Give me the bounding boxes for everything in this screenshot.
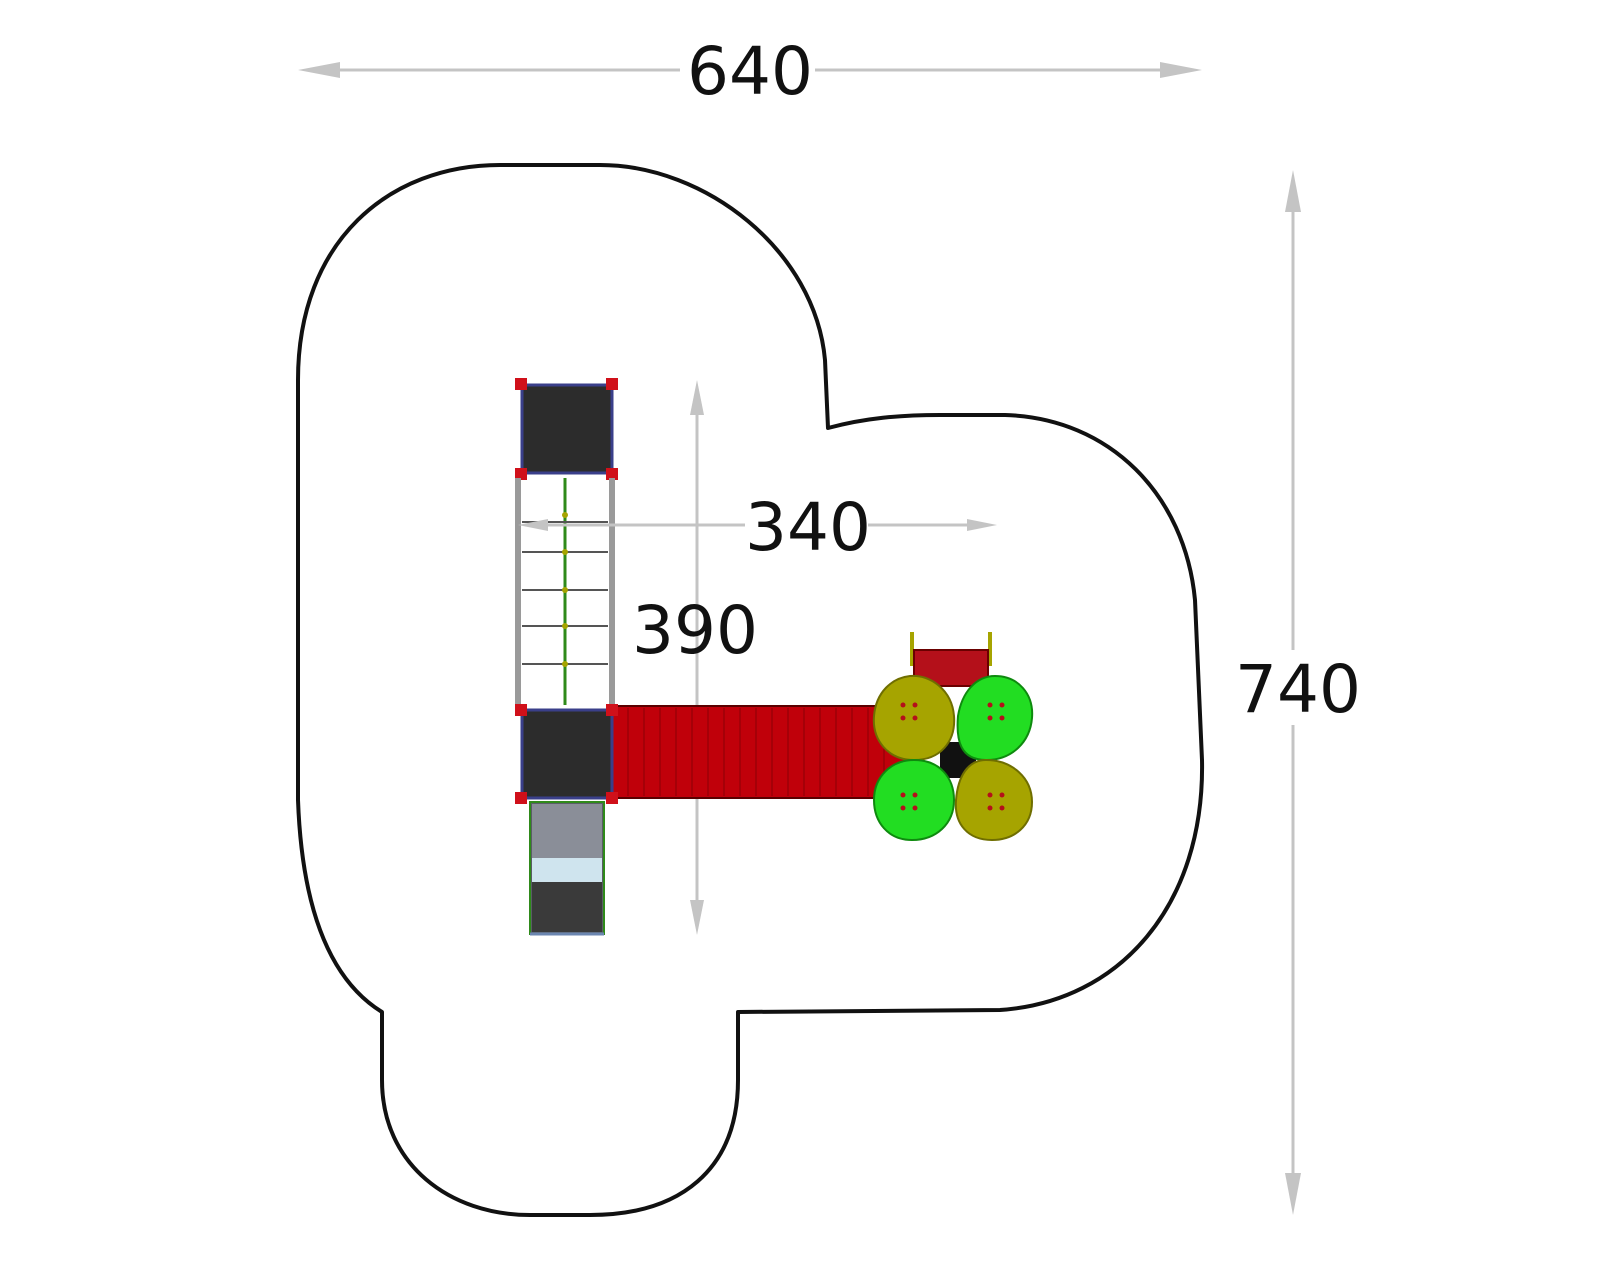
leaf-pad-green-top <box>956 674 1034 762</box>
slide <box>529 801 605 936</box>
width-label: 640 <box>687 33 813 110</box>
bridge <box>611 705 913 799</box>
structure-depth-label: 390 <box>632 592 758 669</box>
structure-depth-dimension: 390 <box>632 380 758 935</box>
lower-tower <box>515 704 618 804</box>
depth-dimension: 740 <box>1235 170 1361 1215</box>
width-dimension: 640 <box>298 33 1202 110</box>
depth-label: 740 <box>1235 651 1361 728</box>
bridge-span-label: 340 <box>745 489 871 566</box>
leaf-pads <box>872 674 1034 842</box>
upper-tower <box>515 378 618 480</box>
bridge-span-dimension: 340 <box>518 489 997 566</box>
leaf-pad-olive-bottom <box>954 758 1034 842</box>
safety-zone-outline <box>296 163 1205 1217</box>
net-climber <box>515 478 615 705</box>
play-structure: 340 <box>515 378 1034 936</box>
leaf-pad-green-bottom <box>872 758 956 842</box>
